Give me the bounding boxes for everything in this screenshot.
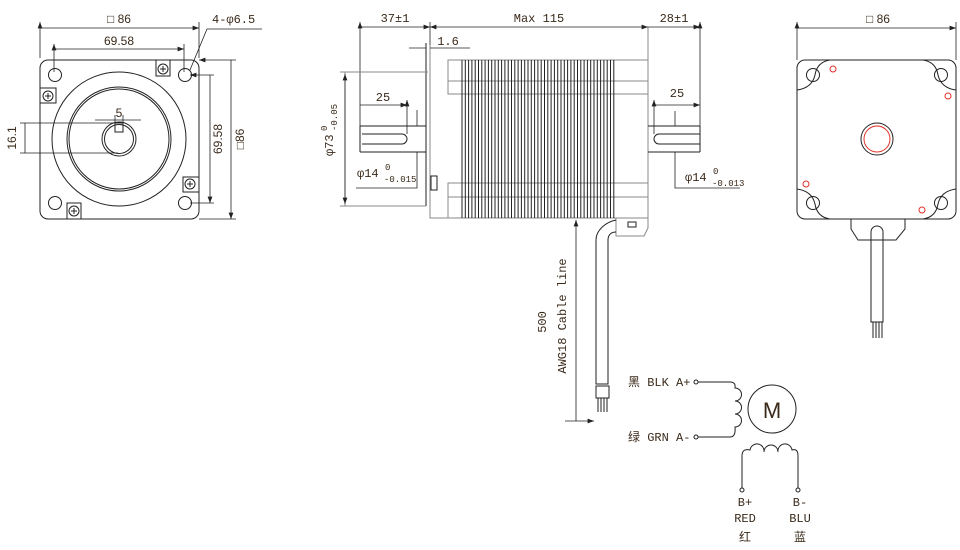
front-shaft-dia: φ14 (357, 167, 379, 181)
front-width-label: □ 86 (107, 12, 131, 26)
front-shaft (359, 125, 426, 153)
cable-length: 500 (536, 311, 550, 333)
wiring-diagram: 黑 BLK A+ 绿 GRN A- M B+ RED 红 B- BLU 蓝 (628, 375, 811, 545)
front-flat-length: 25 (376, 91, 390, 105)
front-shaft-tol-upper: 0 (385, 163, 390, 173)
front-hole-spacing-h: 69.58 (104, 34, 134, 48)
coil-a (698, 381, 742, 438)
shaft-key (114, 122, 124, 133)
pilot-diameter: φ73 (323, 134, 337, 156)
flange-outline (39, 59, 200, 220)
b-plus-color: RED (734, 512, 756, 526)
wire-a-minus: 绿 GRN A- (628, 429, 690, 445)
screw-icons (39, 59, 200, 220)
front-hole-spacing-v: 69.58 (211, 124, 225, 154)
front-shaft-tol-lower: -0.015 (384, 175, 416, 185)
cable-spec: AWG18 Cable line (556, 258, 570, 373)
rear-flat-length: 25 (670, 87, 684, 101)
body-length: Max 115 (514, 12, 564, 26)
key-height-label: 16.1 (5, 126, 19, 150)
coil-b (741, 443, 799, 488)
front-view: □ 86 69.58 □86 69.58 16.1 5 4-φ6.5 (5, 12, 262, 219)
shaft (101, 121, 137, 157)
flange-thickness: 1.6 (437, 35, 459, 49)
rear-shaft-tol-upper: 0 (713, 167, 718, 177)
cable-gland (615, 218, 649, 237)
mounting-holes (48, 68, 192, 210)
rear-width-label: □ 86 (866, 12, 890, 26)
rear-shaft-end (863, 125, 891, 153)
key-width-label: 5 (116, 106, 123, 120)
b-minus-color: BLU (789, 512, 811, 526)
pilot-tol-lower: -0.05 (330, 104, 340, 131)
front-height-label: □86 (233, 128, 247, 149)
rear-shaft-dia: φ14 (685, 171, 707, 185)
svg-text:φ73: φ73 (323, 134, 337, 156)
holes-label: 4-φ6.5 (212, 13, 255, 27)
front-shaft-length: 37±1 (381, 12, 410, 26)
rear-view: □ 86 (797, 12, 956, 338)
b-minus-label: B- (793, 496, 807, 510)
side-view: 37±1 Max 115 28±1 1.6 φ73 0 -0.05 25 φ14… (320, 12, 744, 421)
b-plus-label: B+ (738, 496, 752, 510)
motor-symbol (747, 384, 797, 434)
wire-a-plus: 黑 BLK A+ (628, 375, 690, 390)
b-minus-cn: 蓝 (794, 530, 806, 545)
rear-shaft (648, 125, 701, 153)
motor-label: M (763, 398, 781, 423)
cooling-fins (461, 60, 615, 218)
rear-shaft-tol-lower: -0.013 (712, 179, 744, 189)
b-plus-cn: 红 (739, 529, 751, 545)
pilot-tol-upper: 0 (320, 126, 330, 131)
cable (595, 219, 617, 385)
rear-shaft-length: 28±1 (660, 12, 689, 26)
